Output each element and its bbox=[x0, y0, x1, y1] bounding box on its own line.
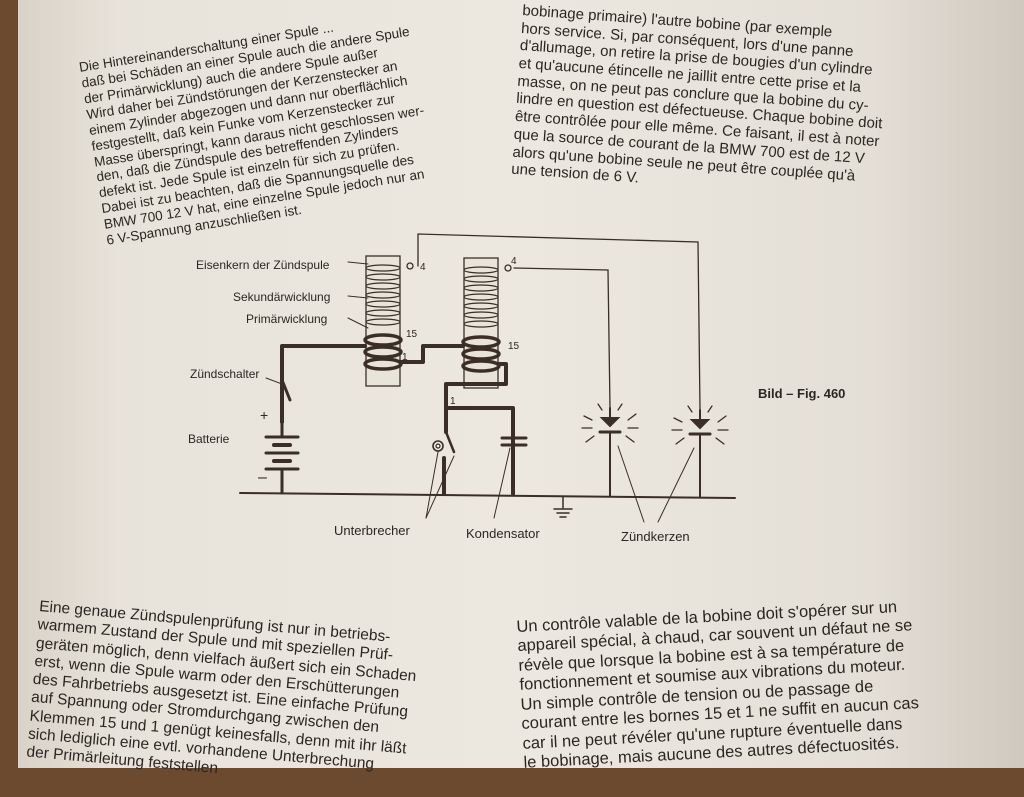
german-paragraph-bottom: Eine genaue Zündspulenprüfung ist nur in… bbox=[26, 598, 439, 797]
book-page: Die Hintereinanderschaltung einer Spule … bbox=[18, 0, 1024, 777]
label-spark-plugs: Zündkerzen bbox=[621, 529, 690, 544]
coil-2-secondary bbox=[463, 266, 499, 328]
coil-1-secondary bbox=[365, 264, 401, 326]
terminal-1-coil-1: 1 bbox=[402, 352, 408, 363]
coil-1-core bbox=[365, 255, 401, 387]
battery-minus-sign: – bbox=[258, 469, 267, 486]
spark-plug-2-symbol bbox=[671, 405, 729, 498]
breaker-symbol bbox=[432, 430, 456, 454]
terminal-1-coil-2: 1 bbox=[450, 396, 456, 407]
terminal-4-coil-1: 4 bbox=[420, 262, 426, 273]
ignition-circuit-diagram: Eisenkern der Zündspule Sekundärwicklung… bbox=[188, 233, 845, 544]
high-tension-wires bbox=[406, 233, 701, 411]
battery-symbol bbox=[264, 428, 300, 495]
terminal-15-coil-2: 15 bbox=[508, 341, 520, 352]
label-secondary: Sekundärwicklung bbox=[233, 290, 330, 304]
ignition-switch-symbol bbox=[280, 378, 292, 432]
label-breaker: Unterbrecher bbox=[334, 523, 411, 538]
spark-plug-1-symbol bbox=[581, 403, 639, 497]
primary-circuit-wires bbox=[280, 344, 515, 496]
terminal-15-coil-1: 15 bbox=[406, 329, 418, 340]
label-core: Eisenkern der Zündspule bbox=[196, 258, 330, 272]
ground-line bbox=[239, 492, 736, 499]
label-capacitor: Kondensator bbox=[466, 526, 540, 541]
label-battery: Batterie bbox=[188, 432, 230, 446]
capacitor-symbol bbox=[500, 428, 528, 447]
ground-symbol bbox=[553, 496, 573, 518]
label-primary: Primärwicklung bbox=[246, 312, 327, 326]
leader-lines bbox=[265, 261, 695, 523]
french-paragraph-bottom: Un contrôle valable de la bobine doit s'… bbox=[516, 597, 924, 773]
battery-plus-sign: + bbox=[260, 407, 268, 423]
figure-caption: Bild – Fig. 460 bbox=[758, 386, 845, 401]
terminal-4-coil-2: 4 bbox=[511, 256, 517, 267]
label-switch: Zündschalter bbox=[190, 367, 259, 381]
